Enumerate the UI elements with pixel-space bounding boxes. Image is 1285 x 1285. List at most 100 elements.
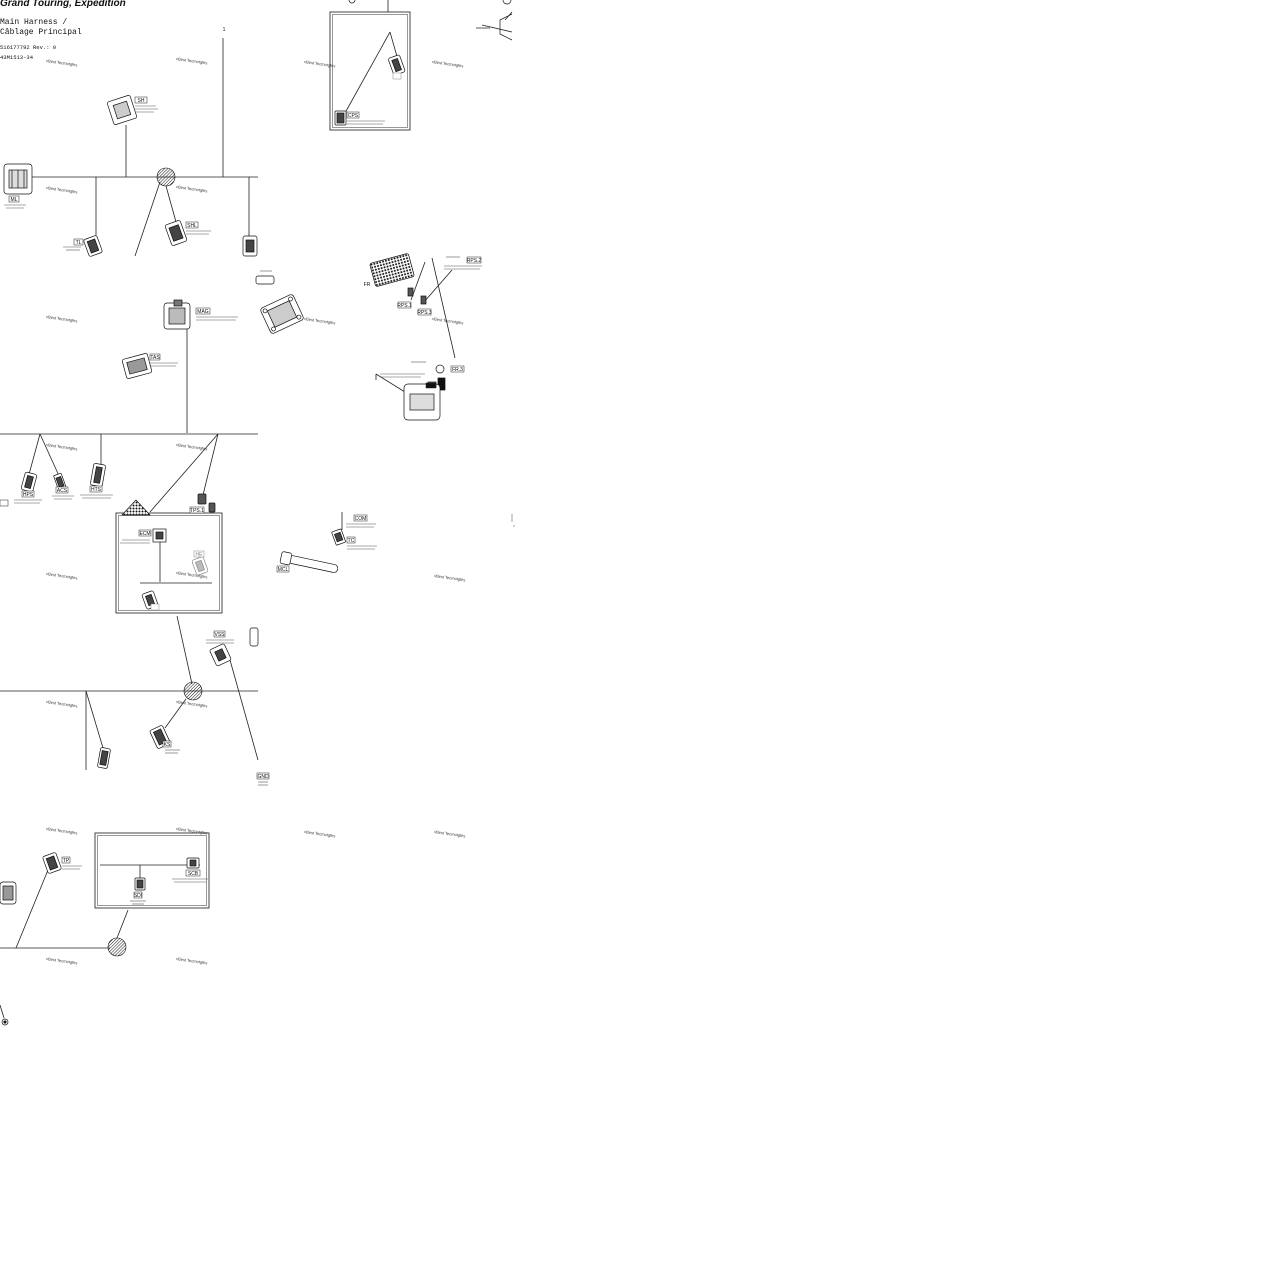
label-SDI: SDI <box>134 893 142 899</box>
label-HE: HE <box>196 552 204 558</box>
watermark: vBest Tecmotgfes <box>176 956 208 965</box>
label-box-RPS2 <box>466 256 482 264</box>
watermark: vBest Tecmotgfes <box>176 570 208 579</box>
watermark: vBest Tecmotgfes <box>304 59 336 68</box>
connector-SDI-icon <box>134 877 146 891</box>
label-box-SHL <box>185 221 199 229</box>
connector-VSS-icon <box>209 643 232 667</box>
label-CPS: CPS <box>348 113 359 119</box>
subtitle-line-1: Main Harness / <box>0 18 68 27</box>
label-box-VSS <box>213 630 226 638</box>
label-RPS2: RPS.2 <box>467 258 482 264</box>
watermark: vBest Tecmotgfes <box>176 56 208 65</box>
label-box-SH <box>134 96 148 104</box>
watermark: vBest Tecmotgfes <box>434 829 466 838</box>
label-box-HTS <box>89 485 103 493</box>
label-HTS: HTS <box>91 487 102 493</box>
connector-ACS-icon <box>53 473 67 491</box>
label-VSS: VSS <box>214 632 225 638</box>
label-ML: ML <box>11 197 18 203</box>
label-TC: TC <box>348 538 355 544</box>
connector-HE-icon <box>191 556 209 576</box>
label-box-MAG <box>195 307 211 315</box>
label-box-MCL <box>276 565 290 573</box>
splice-points <box>107 167 203 957</box>
watermark: vBest Tecmotgfes <box>432 59 464 68</box>
label-KS: KS <box>164 742 171 748</box>
connector-graphics <box>0 0 513 1026</box>
label-RPS1: RPS.1 <box>397 303 412 309</box>
connector-TL-icon <box>83 235 103 257</box>
label-box-relay <box>425 382 437 389</box>
connector-box1-upper-icon <box>388 54 406 76</box>
label-ACS: ACS <box>57 488 68 494</box>
watermarks: vBest Tecmotgfes vBest Tecmotgfes vBest … <box>46 56 466 965</box>
connector-COM-icon <box>331 528 346 546</box>
label-HPS: HPS <box>23 492 34 498</box>
connector-CPS-icon <box>97 747 111 769</box>
connector-SH-icon <box>107 95 137 125</box>
label-TPS1: TPS.1 <box>190 508 204 514</box>
connector-box1-lower-icon <box>334 110 347 126</box>
label-COM: COM <box>355 516 367 522</box>
connector-partial-left-icon <box>0 881 17 905</box>
diagram-title: Grand Touring, Expedition <box>0 0 126 9</box>
ecu-module-icon <box>260 294 304 334</box>
watermark: vBest Tecmotgfes <box>176 184 208 193</box>
connector-RPS3-icon <box>420 295 427 305</box>
label-box-FR3 <box>450 365 465 373</box>
label-TL: TL <box>76 240 82 246</box>
label-box-COM <box>353 514 368 522</box>
watermark: vBest Tecmotgfes <box>46 314 78 323</box>
label-box-ML <box>8 195 20 203</box>
label-box-HE <box>193 550 205 558</box>
watermark: vBest Tecmotgfes <box>46 442 78 451</box>
label-SH: SH <box>138 98 145 104</box>
drawing-code: 43M1513-34 <box>0 54 34 61</box>
splice-circle-2 <box>183 681 203 701</box>
label-reference-1: 1 <box>223 27 226 33</box>
label-box-ACS <box>55 486 69 494</box>
label-box-box1-lower <box>346 111 360 119</box>
label-box-SCB <box>185 869 201 877</box>
label-box-RPS1 <box>397 301 412 309</box>
splice-circle-3 <box>107 937 127 957</box>
watermark: vBest Tecmotgfes <box>46 699 78 708</box>
label-box-SDI <box>133 891 143 899</box>
connector-SCB-icon <box>186 857 200 869</box>
watermark: vBest Tecmotgfes <box>46 571 78 580</box>
splice-circle-1 <box>156 167 176 187</box>
connector-ML-icon <box>3 163 33 195</box>
connector-HTS-icon <box>90 463 106 487</box>
label-box-HPS <box>21 490 35 498</box>
label-TAS: TAS <box>150 355 160 361</box>
label-box-KS <box>162 740 172 748</box>
label-ECM: ECM <box>139 531 150 537</box>
connector-TPS1-icon <box>121 493 216 516</box>
watermark: vBest Tecmotgfes <box>46 826 78 835</box>
watermark: vBest Tecmotgfes <box>46 956 78 965</box>
connector-TP-icon <box>42 852 62 874</box>
connector-TAS-icon <box>121 353 153 379</box>
watermark: vBest Tecmotgfes <box>434 573 466 582</box>
label-box-edge <box>0 499 9 507</box>
watermark: vBest Tecmotgfes <box>304 316 336 325</box>
watermark: vBest Tecmotgfes <box>176 826 208 835</box>
detail-boxes <box>94 11 411 909</box>
connector-ECM-icon <box>152 528 167 543</box>
subtitle-line-2: Câblage Principal <box>0 27 82 37</box>
label-box-TPS1 <box>189 506 205 514</box>
relay-motor-icon <box>403 364 446 421</box>
connector-RPS1-icon <box>407 287 414 297</box>
label-SCB: SCB <box>188 871 199 877</box>
watermark: vBest Tecmotgfes <box>176 442 208 451</box>
connector-HPS-icon <box>20 471 38 493</box>
connector-top-right-partial-icon <box>348 0 513 41</box>
watermark: vBest Tecmotgfes <box>46 58 78 67</box>
description-stubs <box>4 105 482 905</box>
label-box-box1-upper <box>392 72 402 80</box>
label-box-ECM <box>138 529 152 537</box>
label-FR: FR <box>364 282 371 288</box>
label-boxes <box>0 72 482 899</box>
